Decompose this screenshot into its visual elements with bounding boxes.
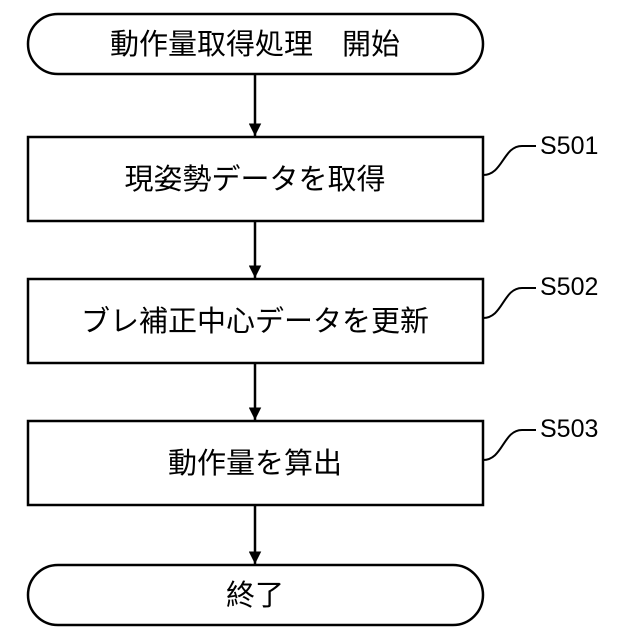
leader-line-s503 — [483, 430, 536, 460]
process-step-s503: 動作量を算出 S503 — [28, 415, 598, 505]
process-label-s503: 動作量を算出 — [168, 446, 342, 480]
leader-line-s502 — [483, 288, 536, 318]
step-id-s501: S501 — [540, 132, 598, 160]
step-id-s502: S502 — [540, 273, 598, 301]
end-terminal: 終了 — [28, 565, 483, 625]
process-label-s502: ブレ補正中心データを更新 — [81, 304, 429, 338]
step-id-s503: S503 — [540, 415, 598, 443]
process-step-s502: ブレ補正中心データを更新 S502 — [28, 273, 598, 363]
start-terminal: 動作量取得処理 開始 — [28, 14, 483, 74]
leader-line-s501 — [483, 146, 536, 175]
start-terminal-label: 動作量取得処理 開始 — [110, 27, 400, 61]
process-label-s501: 現姿勢データを取得 — [124, 162, 385, 196]
process-step-s501: 現姿勢データを取得 S501 — [28, 132, 598, 221]
end-terminal-label: 終了 — [226, 578, 284, 612]
